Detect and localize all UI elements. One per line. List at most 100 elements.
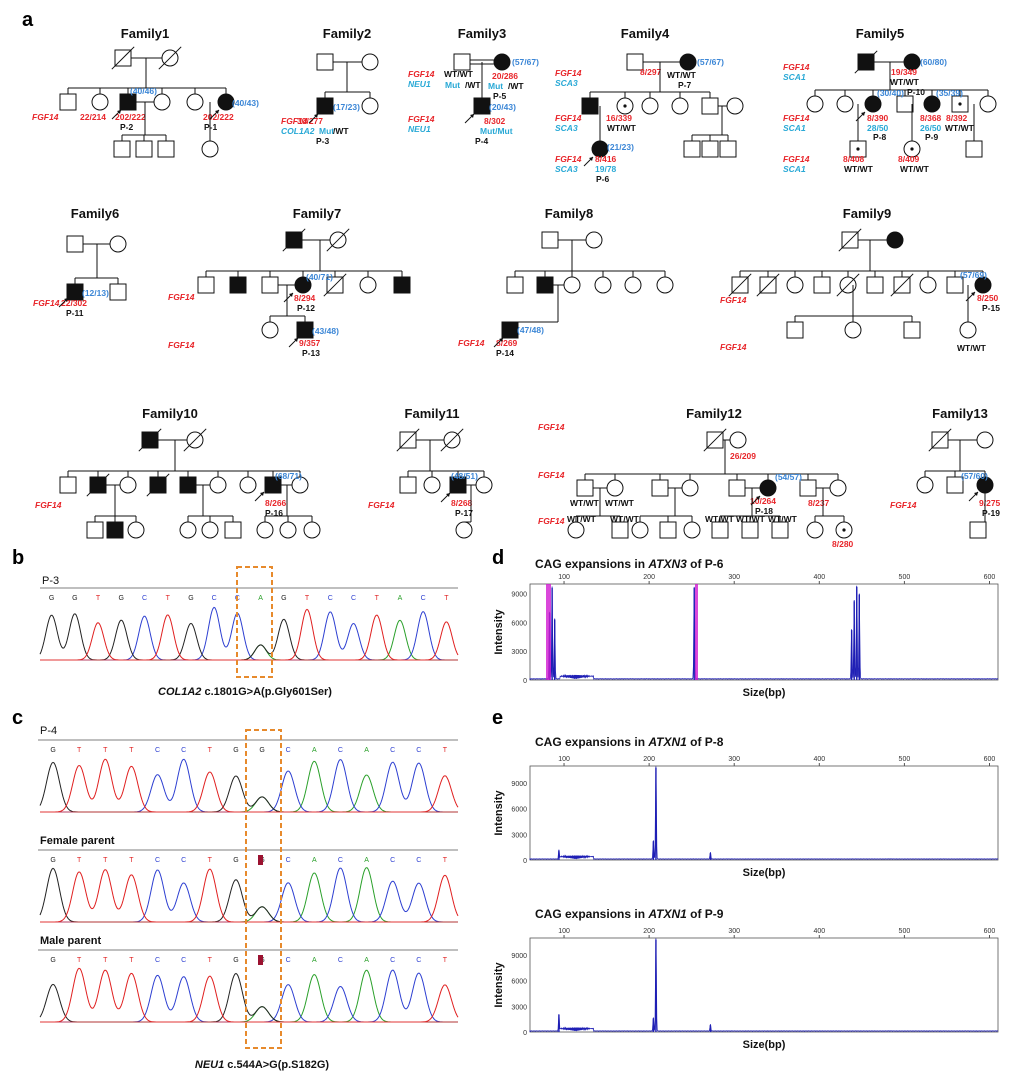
label-text: 9/275 [979,498,1001,508]
family-title: Family8 [545,206,593,221]
male [701,140,719,158]
label-text: (20/43) [489,102,516,112]
base-call: C [338,957,343,964]
male [396,428,420,452]
plot-frame [529,583,999,681]
female [806,95,824,113]
proband-arrowhead [117,110,121,114]
base-call: T [129,957,134,964]
panel-label-c: c [12,707,23,729]
label-text: WT/WT [768,514,798,524]
label-text: SCA1 [783,123,806,133]
affected-male [581,97,599,115]
affected-male [106,521,124,539]
female-symbol [361,97,379,115]
x-tick-label: 300 [728,574,740,581]
female [209,476,227,494]
female-symbol [886,231,904,249]
male [890,273,914,297]
male-symbol [316,53,334,71]
female-symbol [256,521,274,539]
label-text: FGF14 [281,116,308,126]
female [616,97,634,115]
plot-frame [529,765,999,861]
x-axis-label: Size(bp) [743,1039,786,1051]
track-label: P-4 [40,725,57,737]
male-symbol [109,283,127,301]
label-text: 28/50 [867,123,889,133]
label-text: (43/48) [312,326,339,336]
base-call: T [129,747,134,754]
base-call: G [50,957,55,964]
male [683,140,701,158]
female [119,476,137,494]
affected-female [493,53,511,71]
male-symbol [86,521,104,539]
male [866,276,884,294]
label-text: P-17 [455,508,473,518]
female-symbol [656,276,674,294]
male [849,140,867,158]
male [756,273,780,297]
label-text: P-13 [302,348,320,358]
female-symbol [759,479,777,497]
male-symbol [229,276,247,294]
x-tick-label: 100 [558,928,570,935]
label-text: Mut/Mut [480,126,513,136]
panel-label-e: e [492,707,503,729]
proband-arrowhead [314,114,318,118]
base-call: T [103,957,108,964]
label-text: P-3 [316,136,330,146]
male-symbol [611,521,629,539]
carrier-dot [623,104,627,108]
label-text: FGF14 [35,500,62,510]
base-call: T [103,747,108,754]
x-axis-label: Size(bp) [743,687,786,699]
variant-caption: COL1A2 c.1801G>A(p.Gly601Ser) [158,686,332,698]
female [631,521,649,539]
label-text: P-11 [66,308,84,318]
size-standard-marker [695,584,698,680]
affected-female [923,95,941,113]
family-title: Family12 [686,406,742,421]
label-text: 26/209 [730,451,756,461]
male-symbol [261,276,279,294]
affected-male [146,473,170,497]
female-symbol [836,95,854,113]
base-call: C [338,747,343,754]
label-text: P-5 [493,91,507,101]
base-call: T [77,957,82,964]
label-text: FGF14 [783,113,810,123]
base-call: C [390,747,395,754]
base-call: C [286,747,291,754]
male-symbol [506,276,524,294]
x-tick-label: 100 [558,756,570,763]
proband-arrowhead [446,493,450,497]
female [836,273,860,297]
female [361,53,379,71]
label-text: FGF14 [538,516,565,526]
family-title: Family13 [932,406,988,421]
deceased-slash [146,473,170,497]
label-text: P-12 [297,303,315,313]
female [976,431,994,449]
male [969,521,987,539]
male [896,95,914,113]
male-symbol [224,521,242,539]
label-text: (57/67) [697,57,724,67]
deceased-slash [836,273,860,297]
male [316,53,334,71]
y-tick-label: 6000 [511,979,527,986]
chart-title: CAG expansions in ATXN3 of P-6 [535,557,724,571]
male [261,276,279,294]
base-call: C [181,957,186,964]
male-symbol [197,276,215,294]
label-text: (40/43) [232,98,259,108]
y-tick-label: 0 [523,1030,527,1037]
label-text: SCA1 [783,72,806,82]
label-text: FGF14 [555,154,582,164]
male-symbol [399,476,417,494]
track-label: Male parent [40,935,101,947]
male [659,521,677,539]
